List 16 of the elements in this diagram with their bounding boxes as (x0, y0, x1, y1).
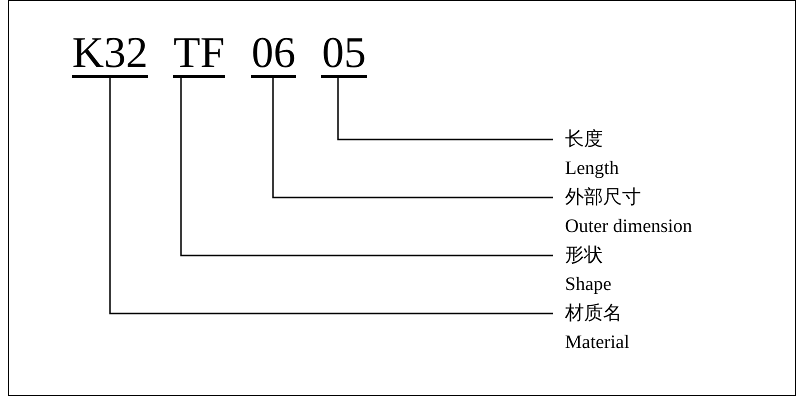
label-text: 材质名 (565, 302, 623, 326)
leader-line (180, 78, 553, 256)
code-segment: TF (173, 31, 225, 78)
label-text: Shape (565, 273, 612, 297)
code-segment: 05 (321, 31, 367, 78)
leader-line (109, 78, 553, 314)
code-segment: 06 (251, 31, 296, 78)
label-text: Length (565, 157, 620, 181)
label-text: 长度 (565, 128, 604, 152)
label-text: Outer dimension (565, 215, 694, 239)
leader-line (272, 78, 553, 198)
label-text: Material (565, 331, 630, 355)
leader-line (337, 78, 553, 140)
label-text: 形状 (565, 244, 604, 268)
code-segment: K32 (72, 31, 148, 78)
label-text: 外部尺寸 (565, 186, 642, 210)
